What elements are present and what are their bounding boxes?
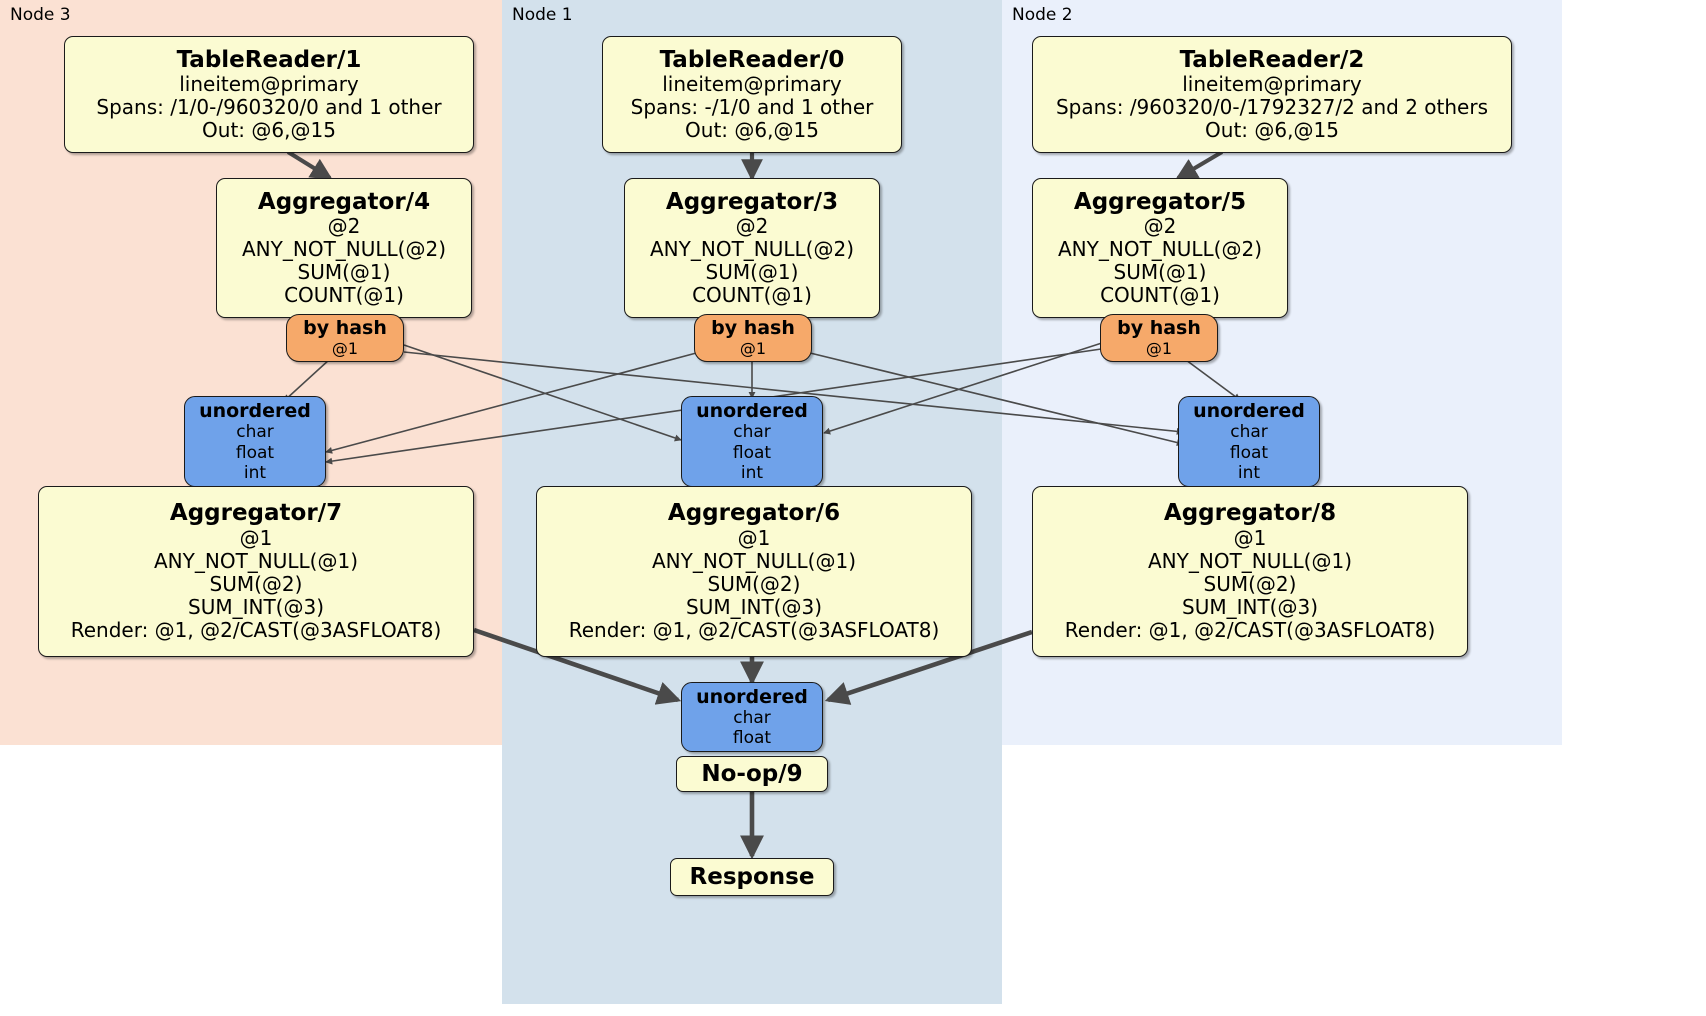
processor-line: Spans: -/1/0 and 1 other xyxy=(630,95,874,120)
processor-title: Aggregator/3 xyxy=(665,188,839,215)
processor-line: Out: @6,@15 xyxy=(202,118,336,143)
node-panel-label-node1: Node 1 xyxy=(512,5,573,25)
processor-title: TableReader/2 xyxy=(1179,46,1365,73)
router-by-hash-left[interactable]: by hash @1 xyxy=(286,314,404,362)
processor-line: COUNT(@1) xyxy=(692,283,812,308)
receiver-title: unordered xyxy=(199,400,311,423)
processor-line: ANY_NOT_NULL(@2) xyxy=(242,236,446,261)
processor-line: Render: @1, @2/CAST(@3ASFLOAT8) xyxy=(568,618,940,643)
processor-line: @2 xyxy=(327,213,361,238)
router-by-hash-right[interactable]: by hash @1 xyxy=(1100,314,1218,362)
processor-line: SUM_INT(@3) xyxy=(686,595,822,620)
processor-title: Aggregator/5 xyxy=(1073,188,1247,215)
receiver-line: float xyxy=(732,728,772,749)
router-title: by hash xyxy=(303,317,387,340)
processor-title: TableReader/1 xyxy=(176,46,362,73)
receiver-line: char xyxy=(1230,422,1268,443)
router-title: by hash xyxy=(711,317,795,340)
processor-line: ANY_NOT_NULL(@2) xyxy=(1058,236,1262,261)
processor-line: Spans: /960320/0-/1792327/2 and 2 others xyxy=(1055,95,1488,120)
processor-aggregator-3[interactable]: Aggregator/3 @2 ANY_NOT_NULL(@2) SUM(@1)… xyxy=(624,178,880,318)
processor-line: @1 xyxy=(239,525,273,550)
receiver-title: unordered xyxy=(1193,400,1305,423)
processor-line: COUNT(@1) xyxy=(284,283,404,308)
processor-line: @1 xyxy=(737,525,771,550)
receiver-line: int xyxy=(740,462,764,483)
processor-title: Aggregator/7 xyxy=(169,500,343,527)
receiver-title: unordered xyxy=(696,400,808,423)
processor-title: Aggregator/4 xyxy=(257,188,431,215)
receiver-line: float xyxy=(732,442,772,463)
processor-line: SUM(@1) xyxy=(705,260,799,285)
processor-line: Spans: /1/0-/960320/0 and 1 other xyxy=(96,95,442,120)
receiver-line: float xyxy=(235,442,275,463)
processor-line: ANY_NOT_NULL(@1) xyxy=(154,548,358,573)
processor-aggregator-4[interactable]: Aggregator/4 @2 ANY_NOT_NULL(@2) SUM(@1)… xyxy=(216,178,472,318)
receiver-title: unordered xyxy=(696,685,808,708)
processor-noop-9[interactable]: No-op/9 xyxy=(676,756,828,792)
router-title: by hash xyxy=(1117,317,1201,340)
processor-line: Render: @1, @2/CAST(@3ASFLOAT8) xyxy=(1064,618,1436,643)
processor-line: COUNT(@1) xyxy=(1100,283,1220,308)
router-by-hash-center[interactable]: by hash @1 xyxy=(694,314,812,362)
processor-line: lineitem@primary xyxy=(1182,71,1362,96)
processor-line: @2 xyxy=(735,213,769,238)
processor-line: SUM(@1) xyxy=(297,260,391,285)
processor-line: SUM(@2) xyxy=(1203,572,1297,597)
processor-aggregator-5[interactable]: Aggregator/5 @2 ANY_NOT_NULL(@2) SUM(@1)… xyxy=(1032,178,1288,318)
processor-line: SUM_INT(@3) xyxy=(1182,595,1318,620)
processor-line: ANY_NOT_NULL(@2) xyxy=(650,236,854,261)
processor-line: Render: @1, @2/CAST(@3ASFLOAT8) xyxy=(70,618,442,643)
processor-line: Out: @6,@15 xyxy=(685,118,819,143)
processor-line: SUM(@2) xyxy=(209,572,303,597)
processor-response[interactable]: Response xyxy=(670,858,834,896)
processor-line: @1 xyxy=(1233,525,1267,550)
processor-title: Aggregator/6 xyxy=(667,500,841,527)
receiver-line: char xyxy=(236,422,274,443)
processor-line: lineitem@primary xyxy=(179,71,359,96)
receiver-unordered-left[interactable]: unordered char float int xyxy=(184,396,326,487)
processor-title: Response xyxy=(689,864,815,890)
node-panel-label-node3: Node 3 xyxy=(10,5,71,25)
processor-line: SUM(@2) xyxy=(707,572,801,597)
router-line: @1 xyxy=(331,338,359,358)
processor-title: TableReader/0 xyxy=(659,46,845,73)
receiver-unordered-final[interactable]: unordered char float xyxy=(681,682,823,752)
processor-line: @2 xyxy=(1143,213,1177,238)
processor-line: ANY_NOT_NULL(@1) xyxy=(1148,548,1352,573)
processor-line: Out: @6,@15 xyxy=(1205,118,1339,143)
receiver-line: char xyxy=(733,707,771,728)
receiver-line: char xyxy=(733,422,771,443)
processor-aggregator-8[interactable]: Aggregator/8 @1 ANY_NOT_NULL(@1) SUM(@2)… xyxy=(1032,486,1468,657)
node-panel-label-node2: Node 2 xyxy=(1012,5,1073,25)
processor-title: Aggregator/8 xyxy=(1163,500,1337,527)
receiver-line: int xyxy=(1237,462,1261,483)
processor-aggregator-7[interactable]: Aggregator/7 @1 ANY_NOT_NULL(@1) SUM(@2)… xyxy=(38,486,474,657)
router-line: @1 xyxy=(739,338,767,358)
processor-aggregator-6[interactable]: Aggregator/6 @1 ANY_NOT_NULL(@1) SUM(@2)… xyxy=(536,486,972,657)
processor-line: SUM_INT(@3) xyxy=(188,595,324,620)
receiver-unordered-center[interactable]: unordered char float int xyxy=(681,396,823,487)
processor-tablereader-2[interactable]: TableReader/2 lineitem@primary Spans: /9… xyxy=(1032,36,1512,153)
processor-tablereader-0[interactable]: TableReader/0 lineitem@primary Spans: -/… xyxy=(602,36,902,153)
receiver-unordered-right[interactable]: unordered char float int xyxy=(1178,396,1320,487)
processor-title: No-op/9 xyxy=(701,761,803,787)
processor-tablereader-1[interactable]: TableReader/1 lineitem@primary Spans: /1… xyxy=(64,36,474,153)
processor-line: SUM(@1) xyxy=(1113,260,1207,285)
router-line: @1 xyxy=(1145,338,1173,358)
processor-line: ANY_NOT_NULL(@1) xyxy=(652,548,856,573)
receiver-line: int xyxy=(243,462,267,483)
receiver-line: float xyxy=(1229,442,1269,463)
processor-line: lineitem@primary xyxy=(662,71,842,96)
